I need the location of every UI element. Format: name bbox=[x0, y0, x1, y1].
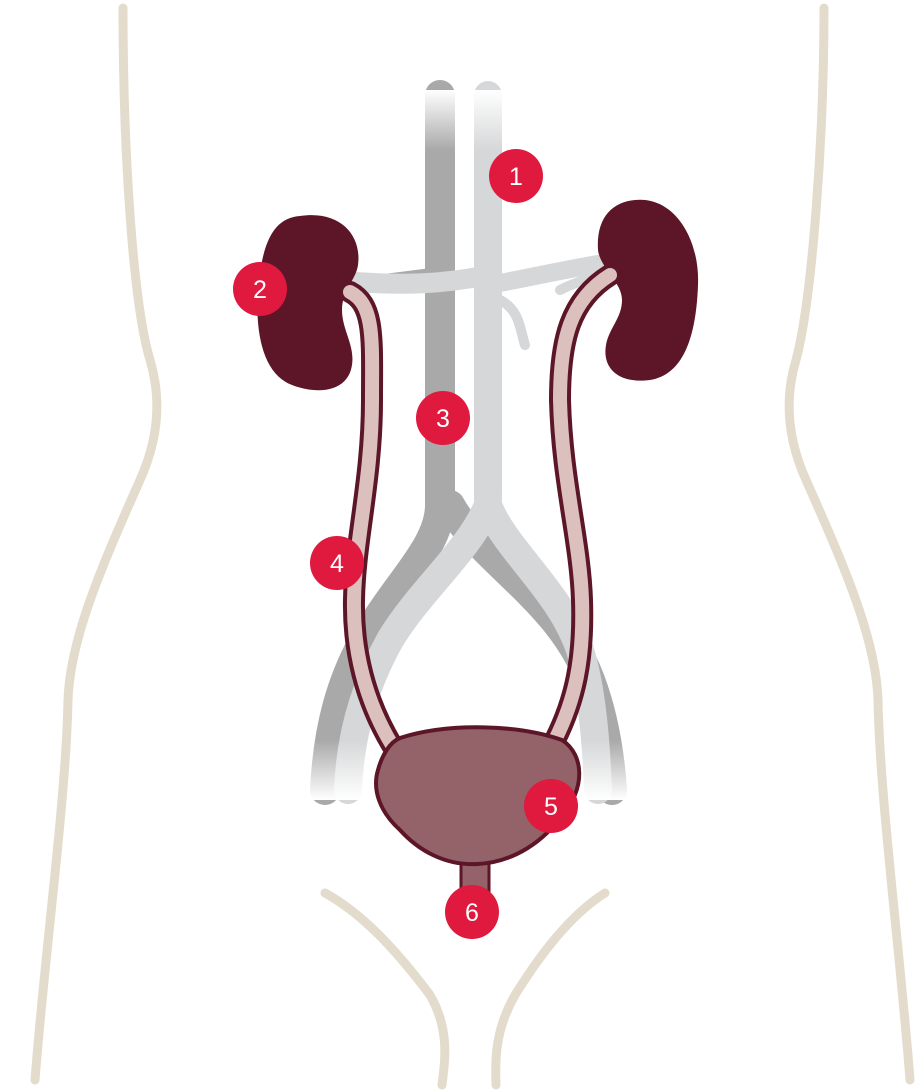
marker-label: 3 bbox=[436, 405, 450, 433]
vessel-fade-top bbox=[400, 90, 520, 150]
marker-vena-cava: 3 bbox=[416, 391, 470, 445]
marker-aorta: 1 bbox=[489, 149, 543, 203]
groin-outline bbox=[325, 893, 445, 1085]
marker-kidney: 2 bbox=[233, 262, 287, 316]
marker-urethra: 6 bbox=[445, 885, 499, 939]
body-outline-right bbox=[789, 8, 910, 1080]
marker-label: 1 bbox=[509, 163, 523, 191]
marker-ureter: 4 bbox=[310, 536, 364, 590]
marker-label: 6 bbox=[465, 899, 479, 927]
marker-label: 5 bbox=[544, 793, 558, 821]
marker-label: 2 bbox=[253, 276, 267, 304]
marker-label: 4 bbox=[330, 550, 344, 578]
marker-bladder: 5 bbox=[524, 779, 578, 833]
kidney-right bbox=[598, 200, 698, 381]
body-outline-left bbox=[35, 8, 157, 1080]
groin-outline-right bbox=[496, 893, 605, 1085]
